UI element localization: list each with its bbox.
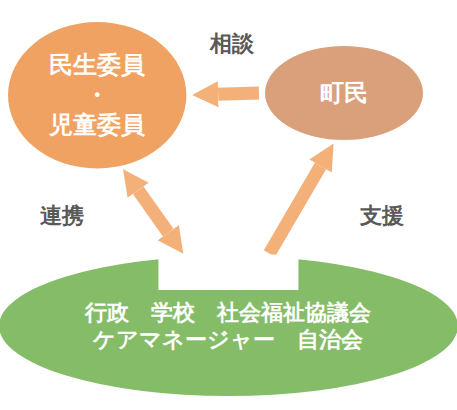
node-label: 民生委員 ・ 児童委員	[44, 50, 150, 140]
edge-label: 相談	[207, 29, 257, 59]
connector-arrow	[269, 166, 320, 254]
organizations-ellipse: 行政 学校 社会福祉協議会 ケアマネージャー 自治会	[0, 256, 457, 396]
connector-arrow	[218, 93, 259, 94]
ellipse-shape	[0, 256, 457, 396]
node-label: 町民	[320, 78, 368, 108]
edge-label: 支援	[357, 201, 407, 231]
edge-label: 連携	[37, 201, 87, 231]
committee-ellipse: 民生委員 ・ 児童委員	[8, 22, 186, 169]
connector-arrow	[138, 190, 168, 232]
residents-ellipse: 町民	[265, 46, 423, 140]
notch	[158, 255, 298, 290]
ellipse-fill	[8, 22, 186, 169]
node-label: 行政 学校 社会福祉協議会 ケアマネージャー 自治会	[82, 299, 375, 354]
ellipse-fill	[265, 46, 423, 140]
